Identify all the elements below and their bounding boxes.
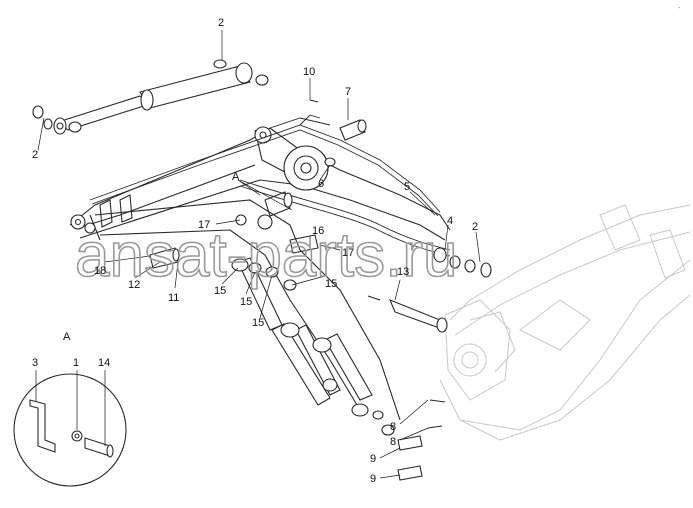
- leader-lines: [35, 30, 481, 479]
- callout-12: 12: [128, 279, 140, 291]
- callout-17-b: 17: [342, 247, 354, 259]
- callout-13: 13: [397, 266, 409, 278]
- arm: [84, 199, 401, 421]
- machine-frame: [439, 204, 691, 441]
- callout-14: 14: [98, 357, 110, 369]
- corner-mark: -: [678, 5, 681, 12]
- callout-17-a: 17: [198, 219, 210, 231]
- callout-15-d: 15: [325, 278, 337, 290]
- callout-2-right: 2: [472, 221, 478, 233]
- detail-view-label: A: [63, 331, 71, 343]
- hydraulic-lines: [89, 114, 451, 257]
- callout-7: 7: [345, 86, 351, 98]
- callout-3: 3: [32, 357, 38, 369]
- callout-4: 4: [447, 215, 453, 227]
- callout-labels: 2 2 2 10 7 6 5 4 A 17 17 16 13 18 12 11 …: [32, 17, 478, 485]
- callout-9-b: 9: [370, 473, 376, 485]
- callout-18: 18: [94, 265, 106, 277]
- callout-8-b: 8: [390, 436, 396, 448]
- view-a-marker: A: [232, 171, 240, 183]
- pins-and-bushings: [149, 99, 492, 481]
- detail-view-a: [13, 373, 127, 487]
- callout-1: 1: [73, 357, 79, 369]
- callout-15-c: 15: [252, 317, 264, 329]
- callout-6: 6: [318, 178, 324, 190]
- callout-2-top: 2: [218, 17, 224, 29]
- callout-16: 16: [312, 225, 324, 237]
- callout-5: 5: [404, 181, 410, 193]
- callout-10: 10: [303, 66, 315, 78]
- callout-8-a: 8: [390, 421, 396, 433]
- callout-15-a: 15: [214, 285, 226, 297]
- callout-15-b: 15: [240, 296, 252, 308]
- callout-11: 11: [168, 292, 179, 304]
- arm-cylinders: [231, 257, 394, 435]
- boom-cylinder: [32, 59, 269, 135]
- watermark-text: ansat-parts.ru: [75, 221, 458, 290]
- callout-9-a: 9: [370, 453, 376, 465]
- callout-2-left: 2: [32, 149, 38, 161]
